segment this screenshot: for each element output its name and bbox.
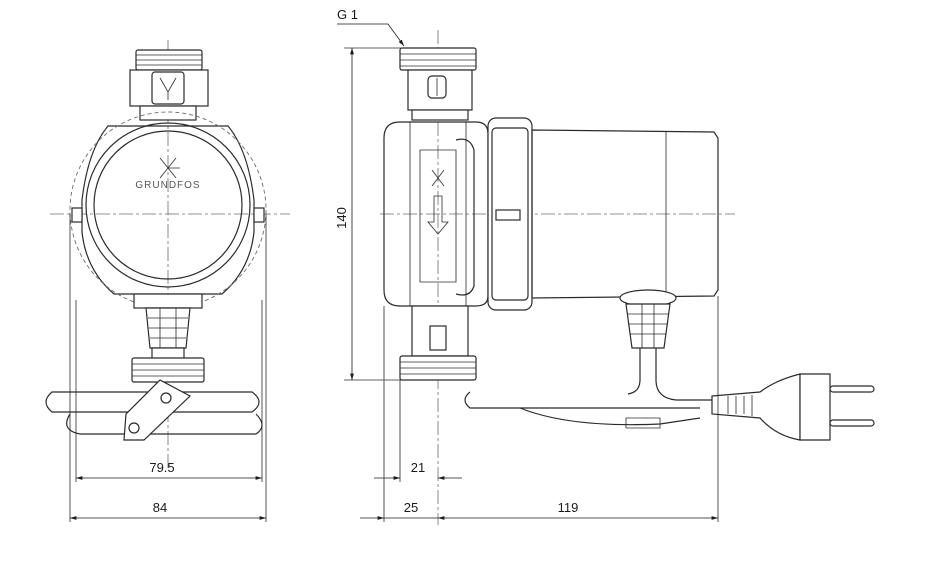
front-motor-face-outer xyxy=(85,122,251,288)
dim-79-5: 79.5 xyxy=(149,460,174,475)
dim-21: 21 xyxy=(411,460,425,475)
side-cable-right xyxy=(655,348,712,401)
side-motor-can xyxy=(531,129,719,299)
front-bottom-connector xyxy=(131,357,205,383)
dim-84: 84 xyxy=(153,500,167,515)
dim-119: 119 xyxy=(558,500,579,515)
side-handle xyxy=(455,138,475,296)
front-base-bottom xyxy=(66,413,263,435)
front-view: GRUNDFOS 79 xyxy=(45,40,290,522)
front-brand-logo: GRUNDFOS xyxy=(135,180,200,191)
thread-label: G 1 xyxy=(337,7,358,22)
front-left-lug xyxy=(71,207,83,223)
side-bottom-connector xyxy=(399,305,477,381)
front-base-top xyxy=(45,391,260,413)
side-base-top xyxy=(464,391,700,409)
front-logo-icon xyxy=(159,157,180,179)
side-logo-icon xyxy=(431,169,445,187)
side-view: G 1 140 21 25 119 xyxy=(334,7,875,525)
front-plug-bracket xyxy=(123,379,192,441)
front-dashed-circle xyxy=(69,111,267,309)
flow-direction-arrow-icon xyxy=(427,195,449,235)
thread-leader-line xyxy=(337,23,405,47)
front-cable-gland xyxy=(145,307,191,361)
front-lower-housing xyxy=(133,293,203,309)
side-pump-housing xyxy=(383,121,489,307)
side-cable-left xyxy=(627,348,641,395)
side-cable-gland xyxy=(619,289,677,349)
front-housing xyxy=(81,125,255,295)
front-motor-face-inner xyxy=(93,130,243,280)
front-top-connector xyxy=(129,49,209,121)
side-top-connector xyxy=(399,47,477,121)
dim-25: 25 xyxy=(404,500,418,515)
front-right-lug xyxy=(253,207,265,223)
side-base-bottom xyxy=(519,407,701,426)
dim-140: 140 xyxy=(334,207,349,229)
power-plug-icon xyxy=(711,373,875,441)
